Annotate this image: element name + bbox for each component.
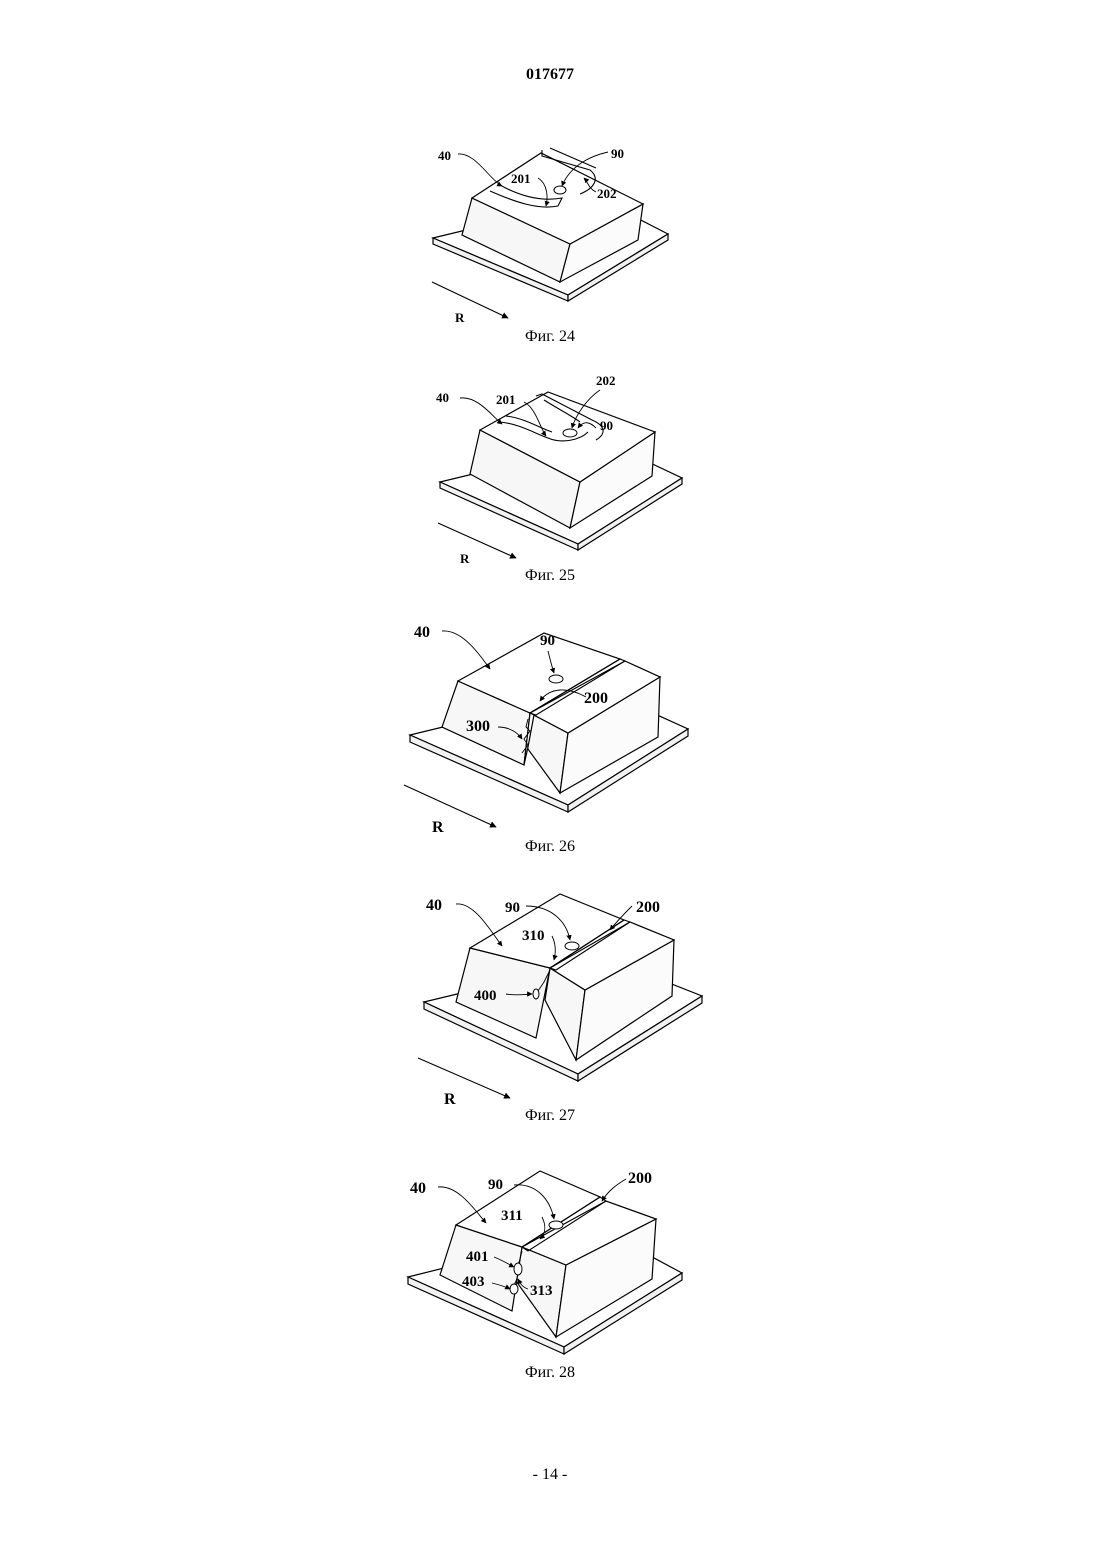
label-direction-r: R: [444, 1091, 456, 1108]
label-90: 90: [540, 633, 555, 649]
label-202: 202: [596, 373, 616, 388]
document-number: 017677: [0, 66, 1100, 84]
label-401: 401: [466, 1249, 489, 1265]
label-300: 300: [466, 718, 490, 735]
label-310: 310: [522, 928, 545, 944]
label-200: 200: [584, 690, 608, 707]
leader-40: [442, 631, 490, 669]
figure-25-drawing: 40 201 202 90 R: [420, 370, 700, 570]
label-direction-r: R: [455, 310, 465, 325]
direction-arrow-r: [432, 282, 508, 318]
figure-27-caption: Фиг. 27: [0, 1107, 1100, 1125]
direction-arrow-r: [438, 523, 516, 558]
hole-90: [563, 429, 577, 437]
label-direction-r: R: [460, 551, 470, 566]
page-number: - 14 -: [0, 1466, 1100, 1484]
figure-24-drawing: 40 201 90 202 R: [420, 140, 700, 330]
label-201: 201: [511, 171, 531, 186]
label-40: 40: [438, 148, 451, 163]
label-400: 400: [474, 988, 497, 1004]
label-90: 90: [611, 146, 624, 161]
label-200: 200: [628, 1170, 652, 1187]
label-200: 200: [636, 899, 660, 916]
label-90: 90: [488, 1177, 503, 1193]
direction-arrow-r: [404, 785, 496, 827]
leader-40: [458, 154, 502, 186]
direction-arrow-r: [418, 1058, 510, 1098]
chip-401: [514, 1263, 522, 1275]
leader-200: [602, 1179, 626, 1201]
figure-25-caption: Фиг. 25: [0, 567, 1100, 585]
figure-28-caption: Фиг. 28: [0, 1364, 1100, 1382]
label-40: 40: [436, 390, 449, 405]
figure-24-caption: Фиг. 24: [0, 328, 1100, 346]
hole-400: [533, 989, 539, 999]
chip-403: [510, 1284, 518, 1294]
label-313: 313: [530, 1283, 553, 1299]
label-90: 90: [505, 900, 520, 916]
label-40: 40: [426, 897, 442, 914]
hole-90: [565, 942, 579, 950]
figure-28-drawing: 40 90 200 311 401 403 313: [400, 1165, 700, 1360]
label-direction-r: R: [432, 819, 444, 836]
label-40: 40: [410, 1180, 426, 1197]
figure-26-drawing: 40 90 200 300 R: [400, 615, 700, 840]
label-201: 201: [496, 392, 516, 407]
label-90: 90: [600, 418, 613, 433]
hole-90: [549, 1221, 563, 1229]
hole-90: [549, 675, 563, 683]
figure-27-drawing: 40 90 200 310 400 R: [410, 890, 710, 1110]
hole-90: [554, 186, 566, 194]
figure-26-caption: Фиг. 26: [0, 838, 1100, 856]
label-311: 311: [501, 1208, 523, 1224]
label-403: 403: [462, 1274, 485, 1290]
label-40: 40: [414, 624, 430, 641]
label-202: 202: [597, 186, 617, 201]
